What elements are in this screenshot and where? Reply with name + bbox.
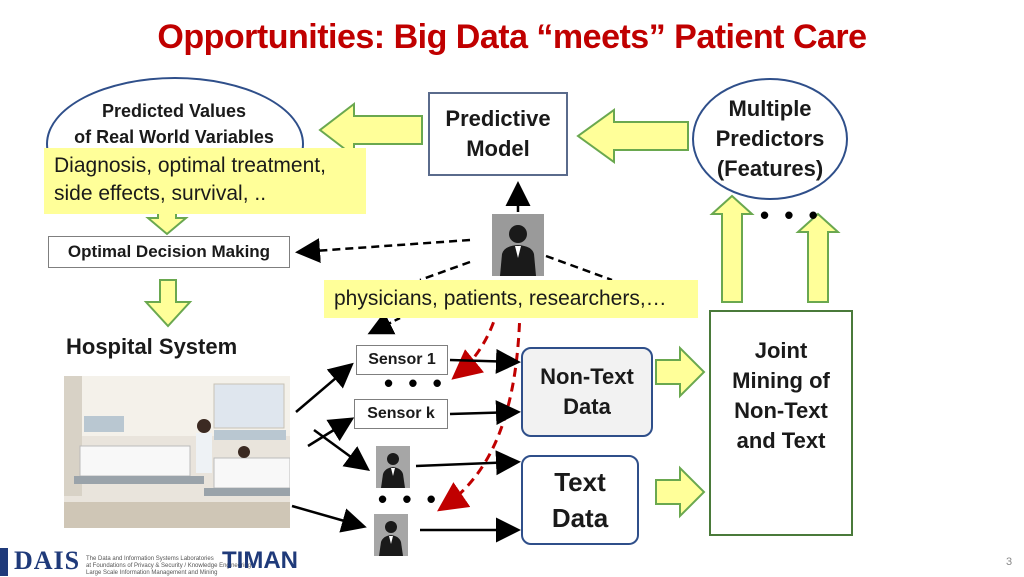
joint-line1: Joint — [754, 338, 808, 363]
block-arrow-nontext-to-joint — [655, 345, 706, 399]
red-dashed-to-person — [437, 307, 522, 512]
text-data-line2: Data — [551, 503, 609, 533]
dashed-person-to-left — [419, 260, 471, 282]
predictors-ellipse: Multiple Predictors (Features) — [692, 78, 848, 200]
slide-title: Opportunities: Big Data “meets” Patient … — [157, 18, 867, 56]
sensor-ellipsis: • • • — [384, 368, 446, 398]
dashed-person-to-decision — [295, 238, 471, 264]
predictive-model-box: Predictive Model — [428, 92, 568, 176]
predictors-line2: Predictors — [715, 126, 825, 151]
note-line2: side effects, survival, .. — [54, 182, 267, 205]
arrow-sensork-to-nontext — [449, 400, 521, 426]
optimal-decision-box: Optimal Decision Making — [48, 236, 290, 268]
note-line1: Diagnosis, optimal treatment, — [54, 154, 326, 177]
block-arrow-joint-to-predictors-right — [795, 212, 841, 303]
joint-mining-box: Joint Mining of Non-Text and Text — [709, 310, 853, 536]
sensor-k-box: Sensor k — [354, 399, 448, 429]
arrow-hospital-to-sensor1 — [295, 362, 354, 413]
arrow-hospital-to-person1 — [313, 428, 371, 471]
arrow-person1-to-text — [415, 450, 521, 476]
illinois-logo-mark — [0, 548, 8, 576]
dais-caption-line3: Large Scale Information Management and M… — [86, 570, 218, 576]
predicted-values-label: Predicted Values of Real World Variables — [58, 98, 290, 150]
text-data-line1: Text — [554, 467, 606, 497]
predictors-line3: (Features) — [716, 156, 824, 181]
predictors-line1: Multiple — [728, 96, 812, 121]
dais-logo: DAIS — [14, 546, 81, 575]
joint-line2: Mining of — [732, 368, 830, 393]
people-note: physicians, patients, researchers,… — [324, 280, 698, 318]
predicted-values-line1: Predicted Values — [101, 101, 247, 121]
predictors-ellipsis: • • • — [760, 200, 822, 230]
dashed-person-to-right — [545, 254, 613, 282]
person-ellipsis: • • • — [378, 484, 440, 514]
person-icon — [492, 214, 544, 276]
hospital-system-label: Hospital System — [66, 334, 238, 359]
dashed-person-to-hospital — [367, 311, 401, 335]
arrow-hospital-to-person2 — [291, 504, 367, 533]
block-arrow-predictors-to-model — [576, 108, 689, 164]
dais-caption-line2: at Foundations of Privacy & Security / K… — [86, 563, 252, 569]
sensor-1-box: Sensor 1 — [356, 345, 448, 375]
person-icon — [374, 514, 408, 556]
predicted-values-line2: of Real World Variables — [74, 127, 274, 147]
block-arrow-text-to-joint — [655, 465, 706, 519]
non-text-line2: Data — [563, 394, 611, 419]
hospital-photo — [64, 376, 290, 528]
predictive-model-line1: Predictive — [445, 106, 551, 131]
joint-line3: Non-Text — [734, 398, 828, 423]
dais-logo-caption: The Data and Information Systems Laborat… — [86, 556, 251, 577]
red-dashed-to-sensor — [451, 307, 500, 380]
dais-caption-line1: The Data and Information Systems Laborat… — [86, 556, 214, 562]
timan-logo: TIMAN — [222, 547, 298, 574]
person-icon — [376, 446, 410, 488]
joint-line4: and Text — [736, 428, 826, 453]
text-data-box: Text Data — [521, 455, 639, 545]
arrow-sensor1-to-nontext — [449, 348, 521, 374]
non-text-data-box: Non-Text Data — [521, 347, 653, 437]
page-number: 3 — [1006, 556, 1013, 568]
block-arrow-decision-to-hospital — [143, 279, 193, 328]
block-arrow-model-to-values — [318, 101, 423, 159]
non-text-line1: Non-Text — [540, 364, 634, 389]
predictive-model-line2: Model — [466, 136, 530, 161]
predicted-values-note: Diagnosis, optimal treatment, side effec… — [44, 148, 366, 214]
arrow-hospital-to-sensork — [307, 417, 355, 448]
block-arrow-joint-to-predictors-left — [709, 194, 755, 303]
